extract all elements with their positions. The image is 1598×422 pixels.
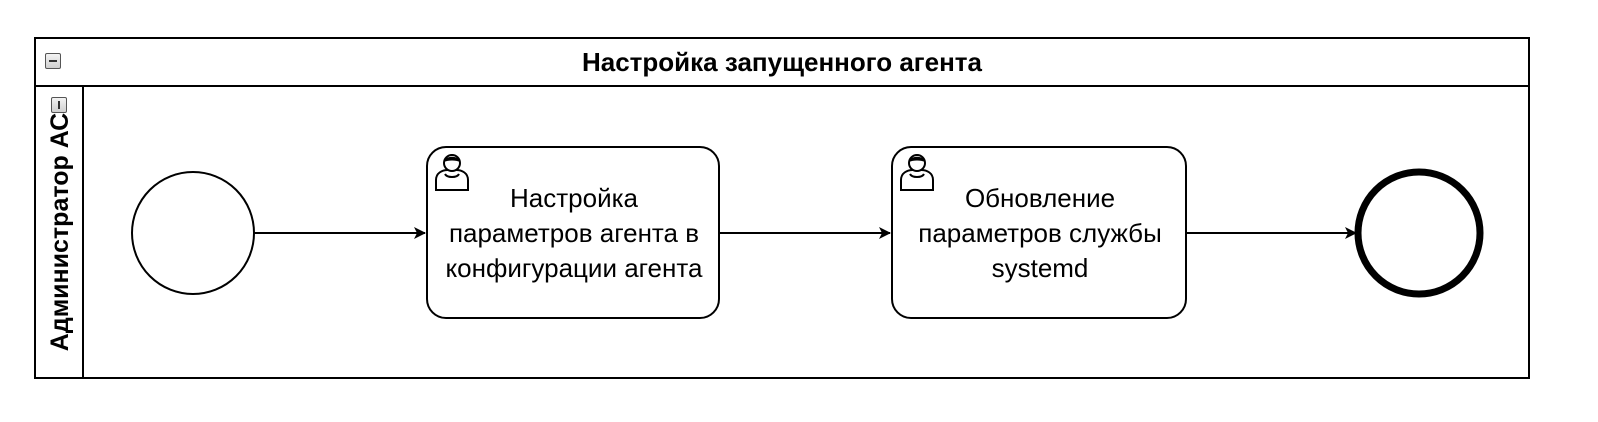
user-icon (900, 154, 934, 191)
task-label: Настройка параметров агента в конфигурац… (445, 183, 703, 283)
task-configure-agent-parameters[interactable]: Настройка параметров агента в конфигурац… (426, 146, 720, 319)
lane-collapse-button[interactable] (51, 97, 67, 113)
pool-header: Настройка запущенного агента (36, 39, 1528, 87)
task-update-systemd-service-parameters[interactable]: Обновление параметров службы systemd (891, 146, 1187, 319)
pool-collapse-button[interactable] (45, 53, 61, 69)
task-label: Обновление параметров службы systemd (918, 183, 1162, 283)
bpmn-pool: Настройка запущенного агента Администрат… (34, 37, 1530, 379)
pool-title[interactable]: Настройка запущенного агента (581, 47, 982, 77)
start-event[interactable] (131, 171, 255, 295)
end-event[interactable] (1354, 168, 1484, 298)
user-icon (435, 154, 469, 191)
lane-header: Администратор АС (36, 87, 84, 377)
